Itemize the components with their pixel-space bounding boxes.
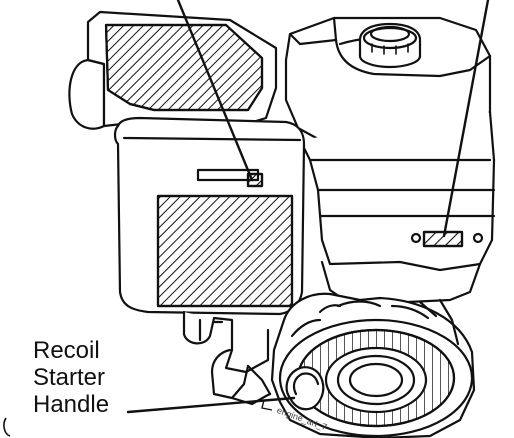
label-line-1: Recoil xyxy=(33,337,100,364)
leader-lines xyxy=(126,0,490,414)
engine-body xyxy=(68,10,496,438)
label-line-3: Handle xyxy=(33,391,110,418)
corner-mark xyxy=(3,417,11,437)
recoil-starter-handle-label: Recoil Starter Handle xyxy=(33,337,123,418)
bracket-mark xyxy=(261,399,273,411)
leader-line-left xyxy=(176,0,254,182)
leader-line-recoil-handle xyxy=(126,396,296,414)
leader-line-right xyxy=(442,0,490,238)
label-line-2: Starter xyxy=(33,364,106,391)
